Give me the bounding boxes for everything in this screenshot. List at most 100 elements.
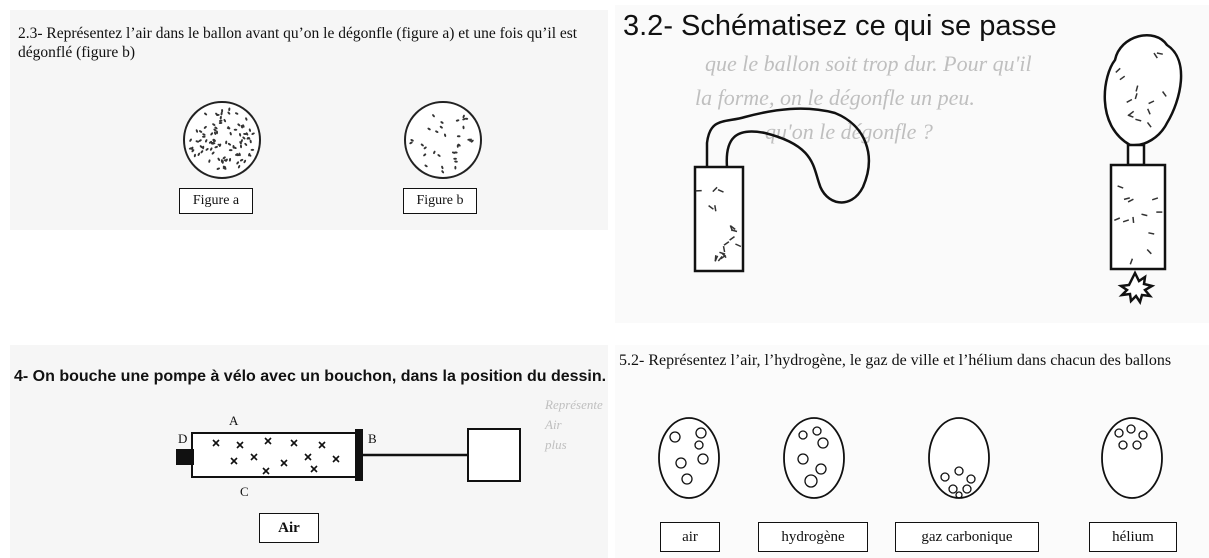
gas-particle [669, 431, 681, 443]
air-particle [248, 153, 252, 157]
air-particle [451, 151, 456, 154]
balloon-drawings [183, 101, 482, 179]
particle-mark [1115, 67, 1121, 73]
question-2-3-text: 2.3- Représentez l’air dans le ballon av… [18, 25, 578, 61]
gas-particle [695, 427, 707, 439]
air-particle [251, 132, 255, 135]
gas-particle [948, 484, 958, 494]
air-particle [214, 145, 218, 149]
air-particle [409, 141, 413, 145]
air-particle [456, 144, 459, 148]
label-carbon-dioxide: gaz carbonique [895, 522, 1039, 552]
air-particle [222, 156, 226, 160]
question-3-2-title: 3.2- Schématisez ce qui se passe [623, 10, 1057, 42]
particle-mark [708, 205, 714, 210]
air-particle [217, 143, 222, 146]
air-particle [209, 147, 213, 151]
air-particle [200, 150, 204, 154]
air-particle [198, 139, 202, 142]
particle-mark [1146, 248, 1152, 255]
pump-letter-a: A [229, 413, 239, 428]
air-particle [211, 151, 215, 155]
air-particle [290, 439, 298, 447]
gas-particle [1118, 440, 1128, 450]
air-particle [470, 139, 474, 143]
particle-mark [717, 255, 723, 262]
air-particle [250, 453, 258, 461]
air-particle [245, 132, 249, 136]
air-particle [304, 453, 312, 461]
air-particle [191, 149, 195, 153]
particle-mark [729, 225, 736, 230]
air-particle [250, 148, 255, 151]
particle-mark [1119, 75, 1126, 81]
air-particle [453, 157, 457, 160]
air-particle [214, 126, 218, 130]
particle-mark [1126, 98, 1133, 103]
particle-mark [1135, 85, 1139, 92]
gas-particle [804, 474, 818, 488]
air-particle [247, 137, 251, 140]
faded-background-line-1: que le ballon soit trop dur. Pour qu'il [705, 51, 1032, 76]
particle-mark [1127, 114, 1134, 118]
air-particle [237, 123, 241, 127]
particle-mark [731, 229, 738, 233]
air-particle [242, 136, 246, 140]
balloon-carbon-dioxide [928, 417, 990, 499]
air-particle [462, 125, 465, 130]
particle-mark [1147, 108, 1151, 115]
air-particle [208, 140, 213, 144]
air-particle [220, 111, 223, 116]
balloon-hydrogen [783, 417, 845, 499]
panel-question-5-2: 5.2- Représentez l’air, l’hydrogène, le … [615, 345, 1209, 558]
gas-particle [815, 463, 827, 475]
air-particle [223, 118, 227, 123]
pump-letter-b: B [368, 431, 377, 446]
faded-background-line-3: qu'on le dégonfle ? [765, 119, 933, 144]
panel-question-3-2: que le ballon soit trop dur. Pour qu'il … [615, 5, 1209, 323]
air-particle [238, 152, 241, 157]
air-particle [464, 117, 469, 120]
air-particle [205, 148, 209, 151]
gas-particle [1138, 430, 1148, 440]
air-particle [228, 107, 231, 112]
air-particle [233, 146, 237, 149]
cork-stopper [176, 449, 194, 465]
air-particle [441, 165, 444, 170]
panel-question-2-3: 2.3- Représentez l’air dans le ballon av… [10, 10, 608, 230]
air-particle [225, 140, 228, 145]
air-particle [193, 153, 196, 158]
air-particle [211, 142, 216, 145]
air-particle [444, 133, 447, 138]
air-particle [219, 115, 222, 120]
side-faded-text-1: Représente [545, 397, 603, 412]
air-particle [264, 437, 272, 445]
air-particle [244, 142, 248, 146]
label-hydrogen: hydrogène [758, 522, 868, 552]
gas-particle [675, 457, 687, 469]
air-particle [212, 123, 216, 126]
air-particle [441, 170, 445, 174]
particle-mark [1132, 216, 1135, 223]
air-particle [239, 144, 243, 149]
particle-mark [1161, 91, 1167, 97]
air-particle [230, 457, 238, 465]
air-particle [410, 139, 414, 142]
air-particle [203, 125, 207, 129]
bicycle-pump-diagram [176, 428, 521, 482]
gas-particle [966, 474, 976, 484]
air-particle [462, 114, 465, 119]
gas-particle [817, 437, 829, 449]
balloon-air [658, 417, 720, 499]
air-particle [243, 159, 247, 164]
air-particle [424, 164, 428, 168]
gas-particle [798, 430, 808, 440]
air-particle [195, 140, 200, 143]
air-particle [262, 467, 270, 475]
air-particle [189, 138, 192, 142]
air-particle [221, 109, 224, 113]
balloon-on-bottle [1103, 34, 1183, 305]
air-label: Air [259, 513, 319, 543]
air-particle [188, 147, 193, 150]
air-particle [195, 129, 199, 133]
